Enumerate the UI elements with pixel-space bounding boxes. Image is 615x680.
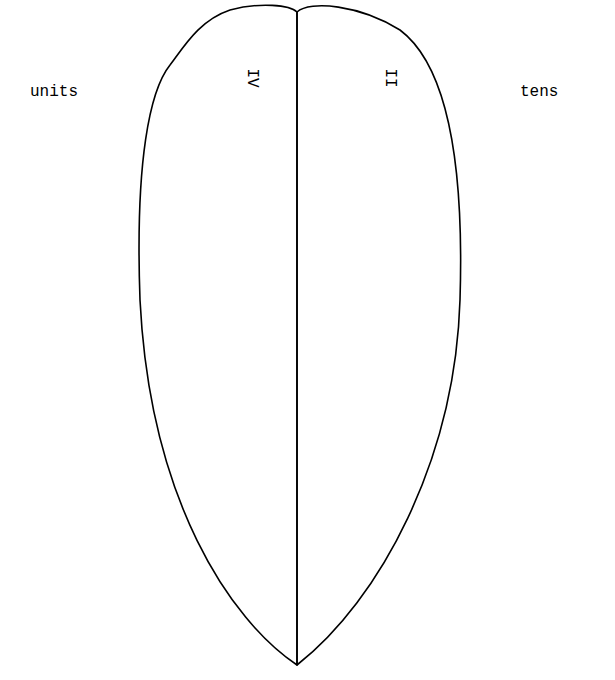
roman-numeral: IV bbox=[244, 68, 260, 87]
place-label: units bbox=[30, 84, 78, 100]
half-outline bbox=[296, 2, 464, 670]
outline-path bbox=[139, 5, 297, 665]
half-outline bbox=[136, 2, 299, 670]
roman-numeral: II bbox=[382, 68, 398, 87]
left-half: IV bbox=[136, 2, 299, 670]
outline-path bbox=[297, 6, 461, 665]
place-label: tens bbox=[520, 84, 558, 100]
right-half: II bbox=[296, 2, 464, 670]
